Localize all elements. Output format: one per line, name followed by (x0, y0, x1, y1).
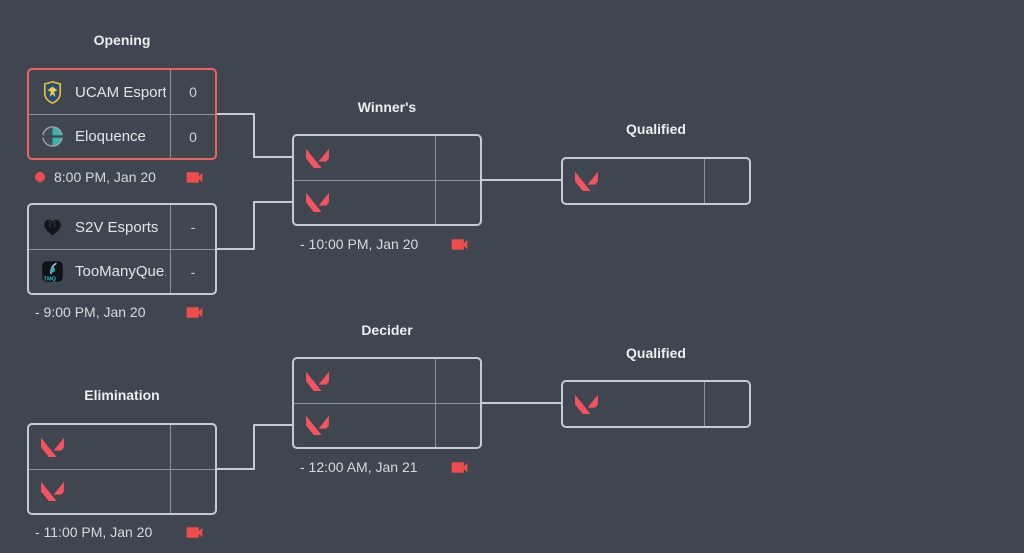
match-opening-2[interactable]: S2V Esports - TooManyQue... - (27, 203, 217, 295)
team-score (435, 181, 480, 224)
stream-camera-icon[interactable] (449, 457, 470, 478)
team-row-s2v-esports[interactable]: S2V Esports - (29, 205, 215, 249)
team-score: - (170, 250, 215, 293)
valorant-placeholder-icon (305, 413, 330, 438)
team-row-tbd[interactable] (294, 180, 480, 224)
team-score (170, 470, 215, 513)
round-header-qualified-bottom: Qualified (626, 345, 686, 361)
round-header-decider: Decider (361, 322, 413, 338)
match-qualified-top[interactable] (561, 157, 751, 205)
match-time: - 9:00 PM, Jan 20 (35, 304, 146, 320)
team-score (704, 159, 749, 203)
match-opening-1[interactable]: UCAM Esport... 0 Eloquence 0 (27, 68, 217, 160)
valorant-placeholder-icon (574, 169, 599, 194)
stream-camera-icon[interactable] (184, 302, 205, 323)
schedule-elimination: - 11:00 PM, Jan 20 (27, 522, 217, 542)
schedule-opening-1: 8:00 PM, Jan 20 (27, 167, 217, 187)
round-header-qualified-top: Qualified (626, 121, 686, 137)
valorant-placeholder-icon (305, 190, 330, 215)
schedule-winners: - 10:00 PM, Jan 20 (292, 234, 482, 254)
connector-opening2-winners (217, 201, 292, 250)
team-row-tbd[interactable] (563, 382, 749, 426)
match-time: 8:00 PM, Jan 20 (54, 169, 156, 185)
match-time: - 12:00 AM, Jan 21 (300, 459, 418, 475)
s2v-esports-logo-icon (40, 215, 65, 240)
team-row-tbd[interactable] (29, 425, 215, 469)
team-score (170, 425, 215, 469)
team-row-tbd[interactable] (29, 469, 215, 513)
eloquence-logo-icon (40, 124, 65, 149)
team-name: Eloquence (75, 128, 146, 145)
team-name: S2V Esports (75, 218, 159, 236)
match-winners[interactable] (292, 134, 482, 226)
schedule-decider: - 12:00 AM, Jan 21 (292, 457, 482, 477)
connector-elimination-decider (217, 424, 292, 470)
team-row-eloquence[interactable]: Eloquence 0 (29, 114, 215, 158)
valorant-placeholder-icon (305, 369, 330, 394)
match-time: - 11:00 PM, Jan 20 (35, 524, 153, 540)
team-row-tbd[interactable] (563, 159, 749, 203)
schedule-opening-2: - 9:00 PM, Jan 20 (27, 302, 217, 322)
round-header-elimination: Elimination (84, 387, 160, 403)
connector-opening1-winners (217, 113, 292, 158)
toomanyqueues-logo-icon (40, 259, 65, 284)
valorant-placeholder-icon (305, 146, 330, 171)
team-row-tbd[interactable] (294, 136, 480, 180)
team-score (435, 359, 480, 403)
match-elimination[interactable] (27, 423, 217, 515)
team-name: UCAM Esport... (75, 83, 166, 101)
ucam-esports-logo-icon (40, 80, 65, 105)
stream-camera-icon[interactable] (184, 167, 205, 188)
stream-camera-icon[interactable] (449, 234, 470, 255)
team-row-toomanyqueues[interactable]: TooManyQue... - (29, 249, 215, 293)
team-score: 0 (170, 70, 215, 114)
team-score (435, 404, 480, 447)
match-time: - 10:00 PM, Jan 20 (300, 236, 419, 252)
valorant-placeholder-icon (574, 392, 599, 417)
live-indicator-dot (35, 172, 45, 182)
team-name: TooManyQue... (75, 263, 166, 280)
team-score: 0 (170, 115, 215, 158)
team-score (704, 382, 749, 426)
match-decider[interactable] (292, 357, 482, 449)
match-qualified-bottom[interactable] (561, 380, 751, 428)
team-row-tbd[interactable] (294, 359, 480, 403)
team-row-ucam-esports[interactable]: UCAM Esport... 0 (29, 70, 215, 114)
round-header-opening: Opening (93, 32, 151, 48)
team-row-tbd[interactable] (294, 403, 480, 447)
stream-camera-icon[interactable] (184, 522, 205, 543)
team-score: - (170, 205, 215, 249)
round-header-winners: Winner's (357, 99, 417, 115)
valorant-placeholder-icon (40, 435, 65, 460)
team-score (435, 136, 480, 180)
valorant-placeholder-icon (40, 479, 65, 504)
